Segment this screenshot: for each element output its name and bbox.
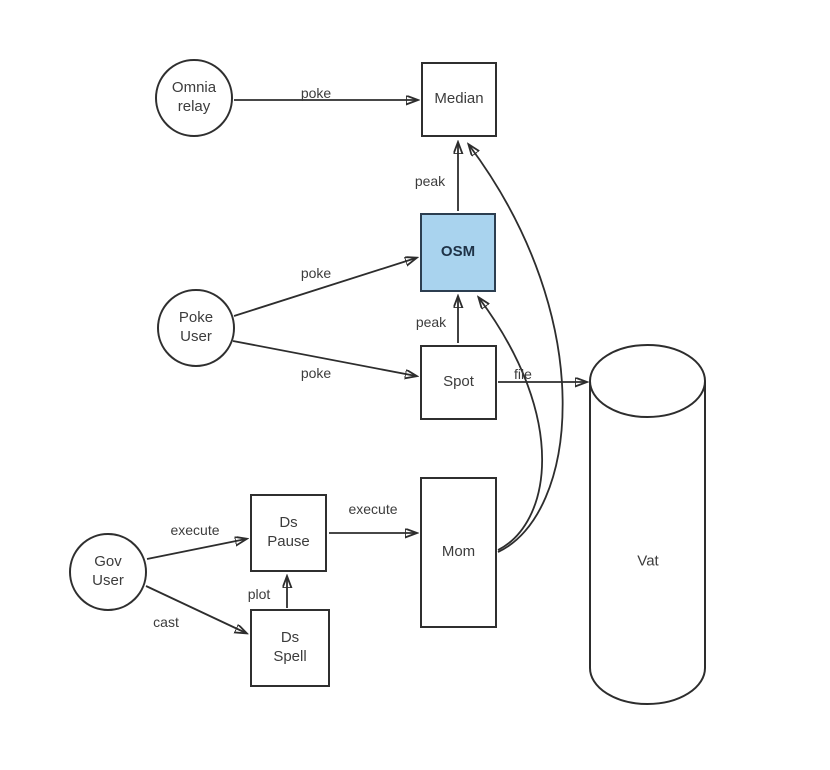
node-osm: OSM xyxy=(420,213,496,292)
arrow-mom-to-osm-curve xyxy=(479,298,544,551)
node-spot-label: Spot xyxy=(443,373,474,391)
vat-cylinder-top xyxy=(589,344,706,418)
node-ds-spell-label: Ds Spell xyxy=(273,629,307,665)
node-poke-user-label: Poke User xyxy=(178,309,214,345)
node-gov-user-label: Gov User xyxy=(92,553,124,589)
edge-label-gov-execute: execute xyxy=(170,522,220,538)
node-gov-user: Gov User xyxy=(69,533,147,611)
node-median: Median xyxy=(421,62,497,137)
node-omnia-relay: Omnia relay xyxy=(155,59,233,137)
arrow-pokeuser-to-osm xyxy=(233,258,416,317)
edge-label-pokeuser-spot-poke: poke xyxy=(300,365,332,381)
node-mom-label: Mom xyxy=(441,543,476,561)
edge-label-osm-peak: peak xyxy=(414,173,446,189)
node-ds-pause: Ds Pause xyxy=(250,494,327,572)
node-osm-label: OSM xyxy=(440,243,476,261)
edge-label-omnia-poke: poke xyxy=(300,85,332,101)
node-ds-pause-label: Ds Pause xyxy=(267,514,310,550)
edge-label-spot-peak: peak xyxy=(415,314,447,330)
edge-label-pause-execute: execute xyxy=(348,501,398,517)
arrow-mom-to-median-curve xyxy=(469,145,564,553)
edge-label-pokeuser-osm-poke: poke xyxy=(300,265,332,281)
node-mom: Mom xyxy=(420,477,497,628)
node-poke-user: Poke User xyxy=(157,289,235,367)
node-median-label: Median xyxy=(434,90,484,108)
arrow-govuser-to-dspause xyxy=(146,539,246,560)
node-spot: Spot xyxy=(420,345,497,420)
node-ds-spell: Ds Spell xyxy=(250,609,330,687)
arrow-pokeuser-to-spot xyxy=(232,340,416,376)
node-omnia-relay-label: Omnia relay xyxy=(171,79,217,115)
edge-label-spot-file: file xyxy=(514,366,532,382)
edge-label-spell-plot: plot xyxy=(247,586,271,602)
vat-cylinder-body xyxy=(589,381,706,705)
arrow-govuser-to-dsspell xyxy=(145,585,246,633)
edge-label-gov-cast: cast xyxy=(153,614,179,630)
node-vat-label: Vat xyxy=(637,552,659,570)
